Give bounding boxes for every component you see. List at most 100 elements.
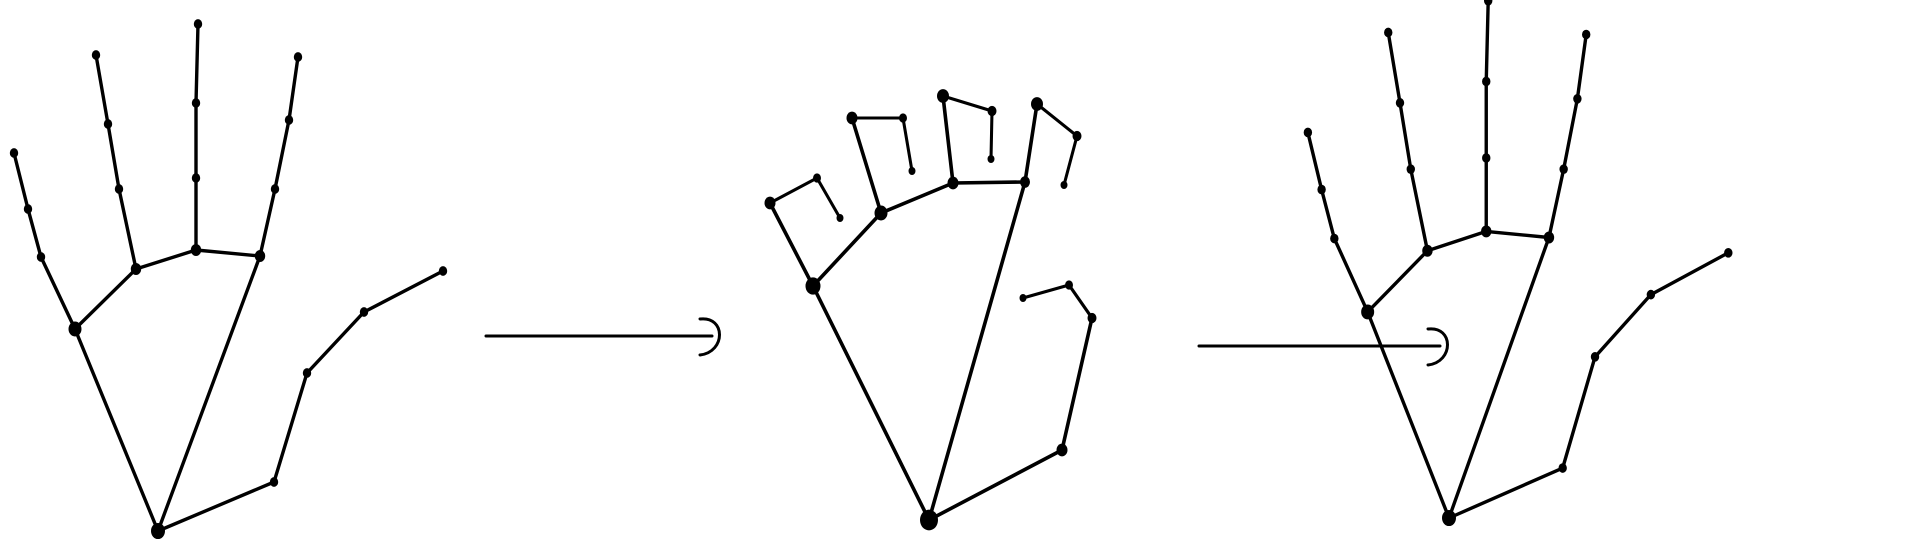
bone-18-19: [1561, 97, 1580, 171]
bone-finger-d-1: [1023, 102, 1039, 184]
bone-6-7: [26, 207, 43, 259]
bone-0-1: [1447, 466, 1565, 520]
bone-9-10: [1409, 167, 1430, 253]
joint-aTip2: [813, 173, 821, 183]
joint-knuckle-a: [805, 277, 821, 295]
joint-14: [191, 173, 201, 183]
joint-13: [190, 244, 202, 256]
bone-thumb-3: [1021, 283, 1071, 300]
bone-finger-d-3: [1062, 134, 1079, 187]
joint-6: [1330, 233, 1339, 244]
bone-15-16: [194, 22, 200, 105]
bone-10-11: [1398, 101, 1413, 171]
joint-thumb-a: [1056, 443, 1068, 457]
joint-bTip3: [908, 166, 916, 176]
bone-knuckle-a-b: [811, 211, 883, 288]
joint-cTip1: [937, 89, 949, 103]
bone-finger-a-2: [768, 176, 819, 205]
bone-17-18: [1547, 167, 1566, 240]
bone-11-12: [1386, 30, 1402, 105]
joint-8: [1303, 127, 1313, 138]
transition-arrow-1: [484, 317, 721, 357]
joint-9: [130, 263, 142, 275]
joint-5: [68, 321, 82, 337]
bone-13-17: [194, 248, 262, 258]
bone-6-7: [1319, 187, 1337, 241]
joint-thumb-b: [1087, 312, 1097, 324]
bone-2-3: [305, 310, 366, 375]
joint-aTip1: [764, 196, 776, 210]
bone-knuckle-b-c: [879, 181, 955, 215]
bone-17-18: [258, 187, 277, 258]
joint-bTip1: [846, 111, 858, 125]
joint-dTip1: [1031, 97, 1043, 111]
joint-knuckle-c: [947, 176, 959, 190]
bone-0-5: [1365, 310, 1451, 520]
bone-0-1: [156, 480, 276, 533]
joint-20: [1582, 29, 1591, 40]
bone-finger-c-2: [941, 94, 994, 113]
joint-15: [1482, 76, 1491, 87]
bone-10-11: [106, 122, 121, 191]
joint-aTip3: [836, 213, 844, 223]
joint-10: [114, 184, 124, 194]
joint-19: [284, 115, 294, 125]
bone-15-16: [1484, 0, 1490, 84]
bone-5-6: [1332, 236, 1370, 314]
curled-hand-skeleton-middle: [764, 89, 1097, 531]
joint-17: [254, 250, 266, 262]
bone-finger-c-1: [941, 94, 955, 185]
bone-finger-d-2: [1035, 102, 1079, 138]
joint-2: [1590, 352, 1600, 362]
joint-10: [1406, 164, 1415, 174]
bone-3-4: [362, 269, 445, 314]
joint-dTip3: [1060, 180, 1068, 190]
bone-finger-a-3: [815, 176, 842, 220]
joint-3: [1646, 289, 1656, 300]
bone-0-17: [156, 254, 262, 533]
bone-finger-c-3: [989, 109, 994, 161]
joint-11: [1395, 98, 1405, 108]
joint-knuckle-d: [1020, 176, 1030, 188]
joint-5: [1361, 304, 1375, 320]
bone-9-10: [117, 187, 138, 271]
joint-wrist: [920, 509, 938, 531]
joint-14: [1482, 153, 1491, 163]
joint-4: [1724, 247, 1733, 258]
bone-5-6: [39, 255, 77, 331]
joint-1: [1558, 463, 1567, 473]
joint-thumb-c: [1065, 280, 1073, 290]
bone-thumb-2: [1067, 283, 1094, 320]
joint-0: [1442, 509, 1456, 527]
joint-thumb-d: [1019, 293, 1027, 303]
open-hand-skeleton-right: [1303, 0, 1733, 527]
bone-19-20: [287, 55, 300, 122]
transition-arrow-2: [1197, 327, 1449, 367]
joint-7: [23, 204, 33, 214]
bone-0-5: [73, 327, 160, 533]
bone-5-9: [1365, 249, 1430, 314]
bone-knuckle-c-d: [951, 180, 1027, 185]
joint-12: [1384, 27, 1393, 38]
bone-finger-a-1: [768, 201, 815, 288]
bone-18-19: [273, 118, 291, 191]
bone-5-9: [73, 267, 138, 331]
joint-17: [1543, 231, 1555, 244]
bone-7-8: [1306, 130, 1324, 192]
bone-finger-b-1: [850, 116, 883, 215]
arrow-head: [1426, 327, 1449, 367]
joint-4: [438, 266, 448, 276]
bone-3-4: [1649, 251, 1731, 297]
bone-9-13: [134, 248, 198, 271]
joint-12: [91, 50, 101, 60]
bone-9-13: [1425, 229, 1488, 253]
bone-2-3: [1593, 292, 1653, 359]
joint-cTip2: [987, 105, 997, 117]
joint-dTip2: [1072, 130, 1082, 142]
joint-15: [191, 98, 201, 108]
joint-9: [1422, 244, 1433, 257]
joint-3: [359, 307, 369, 317]
joint-7: [1317, 184, 1326, 195]
